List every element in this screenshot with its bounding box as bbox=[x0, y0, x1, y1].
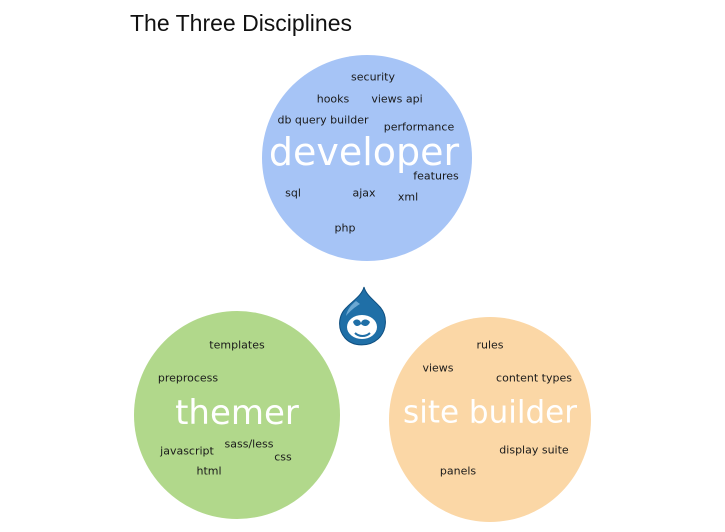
term-templates: templates bbox=[209, 338, 265, 352]
term-html: html bbox=[196, 464, 222, 478]
term-security: security bbox=[351, 70, 395, 84]
themer-circle bbox=[134, 311, 340, 519]
developer-circle bbox=[262, 55, 472, 261]
term-display-suite: display suite bbox=[499, 443, 569, 457]
developer-label: developer bbox=[268, 130, 460, 174]
drop-mouth bbox=[354, 332, 371, 337]
term-sql: sql bbox=[285, 186, 301, 200]
term-javascript: javascript bbox=[160, 444, 214, 458]
drupal-drop-icon bbox=[339, 286, 386, 346]
site-builder-circle bbox=[389, 317, 591, 522]
term-db-query-builder: db query builder bbox=[277, 113, 369, 127]
themer-label: themer bbox=[175, 393, 299, 433]
slide-title: The Three Disciplines bbox=[130, 10, 353, 36]
term-views: views bbox=[422, 361, 454, 375]
term-css: css bbox=[274, 450, 292, 464]
term-php: php bbox=[334, 221, 356, 235]
term-preprocess: preprocess bbox=[157, 371, 219, 385]
term-features: features bbox=[413, 169, 459, 183]
term-performance: performance bbox=[383, 120, 455, 134]
term-content-types: content types bbox=[496, 371, 572, 385]
term-views-api: views api bbox=[371, 92, 423, 106]
term-ajax: ajax bbox=[352, 186, 376, 200]
term-xml: xml bbox=[397, 190, 419, 204]
term-panels: panels bbox=[439, 464, 477, 478]
term-sass-less: sass/less bbox=[224, 437, 274, 451]
drop-eyes bbox=[353, 319, 370, 327]
drop-highlight bbox=[346, 301, 360, 316]
term-rules: rules bbox=[476, 338, 504, 352]
term-hooks: hooks bbox=[316, 92, 350, 106]
site-builder-label: site builder bbox=[403, 394, 577, 431]
